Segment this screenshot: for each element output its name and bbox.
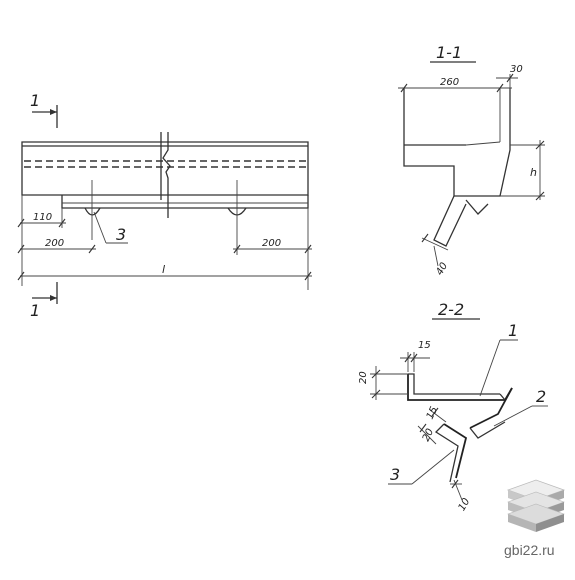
site-watermark-text: gbi22.ru — [504, 542, 555, 558]
dim-200-right-label: 200 — [262, 238, 281, 249]
elevation-callout-3: 3 — [116, 225, 126, 244]
section-2-2-callout-3: 3 — [390, 465, 400, 484]
dim-40-label: 40 — [434, 261, 450, 278]
section-2-2-view: 2-2 1 2 3 15 2 — [358, 300, 548, 513]
section-1-1-view: 1-1 260 30 h 40 — [398, 43, 545, 277]
dim-30-label: 30 — [510, 64, 523, 75]
dim-260-label: 260 — [440, 77, 459, 88]
section-mark-bottom-label: 1 — [30, 301, 40, 320]
dim-20-mid-label: 20 — [421, 427, 436, 443]
section-2-2-title: 2-2 — [438, 300, 464, 319]
dim-110-label: 110 — [33, 212, 52, 223]
dim-10-label: 10 — [457, 496, 473, 513]
dim-length-label: l — [162, 263, 165, 276]
dim-15-top-label: 15 — [418, 340, 431, 351]
stacked-slabs-icon — [506, 479, 566, 532]
elevation-view: 1 1 110 200 200 l 3 — [17, 91, 312, 320]
dim-200-left-label: 200 — [45, 238, 64, 249]
section-2-2-callout-1: 1 — [508, 321, 518, 340]
section-2-2-callout-2: 2 — [536, 387, 546, 406]
dim-h-label: h — [530, 166, 537, 179]
watermark: gbi22.ru — [504, 479, 566, 558]
dim-15-mid-label: 15 — [425, 405, 440, 421]
section-mark-top-label: 1 — [30, 91, 40, 110]
section-1-1-title: 1-1 — [436, 43, 462, 62]
dim-20-left-label: 20 — [358, 371, 369, 384]
